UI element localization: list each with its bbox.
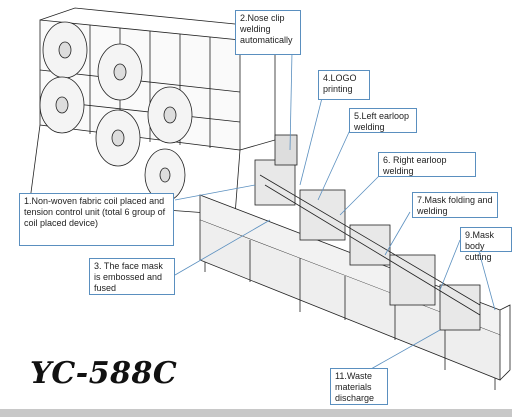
bottom-bar: [0, 409, 512, 417]
callout-fabric-coil: 1.Non-woven fabric coil placed and tensi…: [19, 193, 174, 246]
callout-right-earloop: 6. Right earloop welding: [378, 152, 476, 177]
upper-modules: [254, 134, 481, 331]
callout-left-earloop: 5.Left earloop welding: [349, 108, 417, 133]
callout-mask-body-cutting: 9.Mask body cutting: [460, 227, 512, 262]
machine-drawing: [29, 7, 511, 390]
callout-nose-clip: 2.Nose clip welding automatically: [235, 10, 301, 55]
callout-waste-discharge: 11.Waste materials discharge: [330, 368, 388, 405]
callout-logo-printing: 4.LOGO printing: [318, 70, 370, 100]
callout-mask-folding: 7.Mask folding and welding: [412, 192, 498, 218]
fabric-coils: [39, 21, 193, 202]
callout-face-mask-embossed: 3. The face mask is embossed and fused: [89, 258, 175, 295]
model-label: YC-588C: [30, 356, 178, 391]
